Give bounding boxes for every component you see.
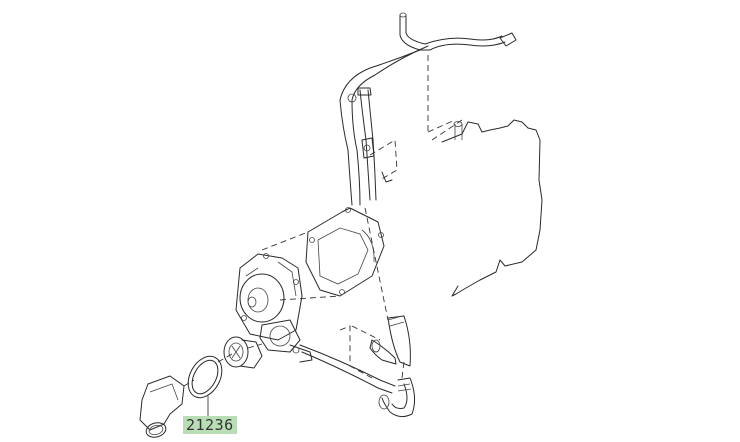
thermostat-gasket (187, 353, 233, 416)
lower-pipe (299, 325, 396, 394)
upper-coolant-hose (339, 12, 517, 206)
brackets (361, 137, 398, 183)
thermostat-cover (139, 375, 195, 438)
part-number-callout-21236[interactable]: 21236 (183, 416, 237, 434)
thermostat (223, 336, 263, 369)
engine-block (431, 119, 543, 297)
lower-hoses (364, 207, 416, 418)
water-pump-gasket (261, 207, 385, 301)
branch-pipe (347, 87, 377, 201)
